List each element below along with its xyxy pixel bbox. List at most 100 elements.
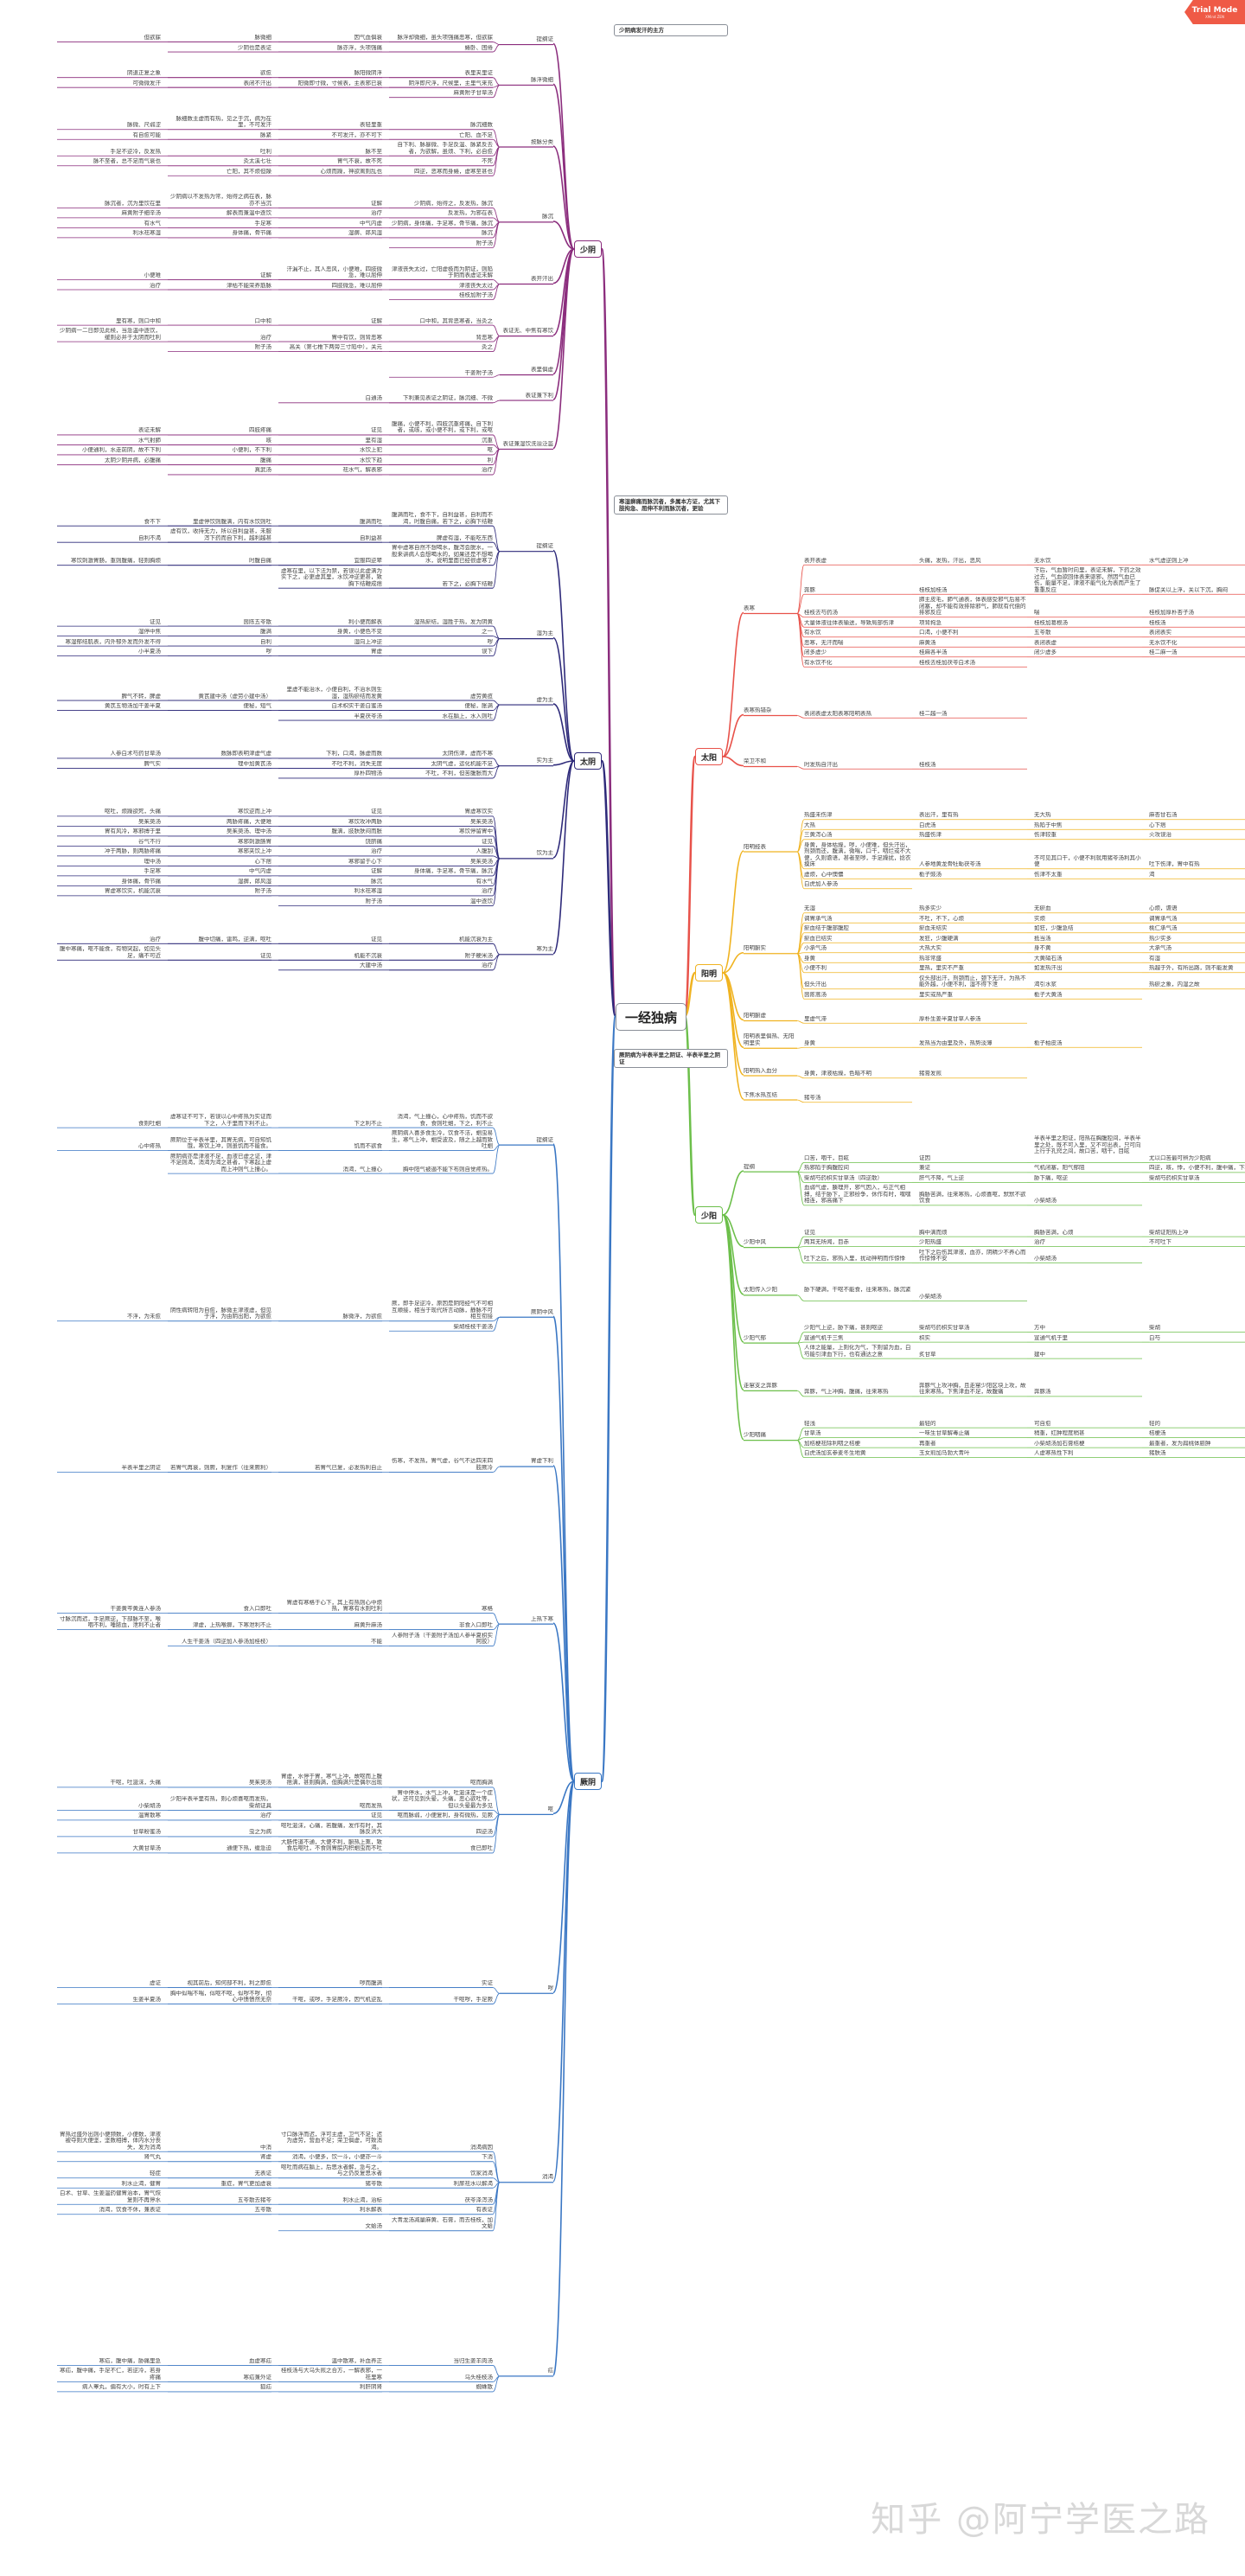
item-label[interactable]: 五苓散去猪苓	[238, 2196, 271, 2203]
item-label[interactable]: 食则吐蛔	[138, 1120, 161, 1127]
item-label[interactable]: 自利不渴	[138, 534, 161, 541]
item-label[interactable]: 喘	[1034, 610, 1040, 617]
item-label[interactable]: 最重者，发为扁桃体脓肿	[1149, 1440, 1211, 1447]
item-label[interactable]: 寒邪夹饮上冲	[238, 848, 271, 855]
item-label[interactable]: 轻浅	[804, 1420, 815, 1427]
item-label[interactable]: 有水气	[476, 878, 494, 885]
item-label[interactable]: 误下	[482, 649, 493, 655]
item-label[interactable]: 热陷于中焦	[1034, 821, 1063, 828]
item-label[interactable]: 脉细数主虚而有热，见之于沉，病为在里，不可发汗	[176, 115, 272, 129]
item-label[interactable]: 麻黄升麻汤	[354, 1622, 383, 1629]
item-label[interactable]: 乌头桂枝汤	[464, 2374, 494, 2381]
item-label[interactable]: 身黄，身体枯燥，哕，小便难，但头汗出，剂颈而还，腹满，微喘，口干，咽烂或不大便，…	[804, 841, 911, 868]
item-label[interactable]: 柴胡	[1149, 1325, 1160, 1332]
item-label[interactable]: 脉阳微阴浮	[354, 70, 383, 77]
item-label[interactable]: 附子汤	[365, 898, 383, 904]
item-label[interactable]: 桂麻各半汤	[919, 649, 948, 656]
item-label[interactable]: 脉亦浮，头项强痛	[337, 44, 382, 51]
item-label[interactable]: 寒邪刺激肠胃	[238, 838, 271, 845]
item-label[interactable]: 灸太溪七壮	[243, 158, 272, 165]
item-label[interactable]: 治疗	[260, 334, 271, 341]
child-label-shaoyin[interactable]: 提纲证	[536, 36, 554, 43]
child-label-shaoyin[interactable]: 表证兼下利	[525, 392, 554, 399]
item-label[interactable]: 附子汤	[254, 344, 272, 351]
item-label[interactable]: 理中汤	[144, 858, 162, 865]
item-label[interactable]: 脉沉细数	[470, 122, 493, 129]
item-label[interactable]: 猪肤汤	[1149, 1450, 1166, 1457]
item-label[interactable]: 不可吐下	[1149, 1239, 1172, 1246]
item-label[interactable]: 脾气实	[144, 760, 162, 767]
item-label[interactable]: 自下利、脉暴微、手足反温、脉紧反去者，为欲解，虽烦、下利，必自愈	[397, 142, 494, 155]
child-label-taiyin[interactable]: 提纲证	[536, 543, 554, 550]
item-label[interactable]: 气机闭塞，阳气郁阻	[1034, 1165, 1085, 1172]
item-label[interactable]: 表里夹里证	[464, 70, 494, 77]
item-label[interactable]: 热瘀之象，内湿之故	[1149, 981, 1200, 988]
child-label-jueyin[interactable]: 哕	[547, 1985, 554, 1991]
item-label[interactable]: 证解	[371, 868, 382, 875]
item-label[interactable]: 证解	[371, 200, 382, 207]
item-label[interactable]: 热越于外，有所出路，则不能发黄	[1149, 965, 1234, 972]
item-label[interactable]: 口中和，其背恶寒者，当灸之	[419, 317, 494, 324]
item-label[interactable]: 灸之	[482, 344, 493, 351]
item-label[interactable]: 寒疝，腹中痛，手足不仁，若逆冷，若身疼痛	[60, 2368, 161, 2381]
item-label[interactable]: 无水饮	[1034, 557, 1051, 564]
item-label[interactable]: 脉沉	[482, 230, 493, 237]
item-label[interactable]: 里虚气滞	[804, 1015, 827, 1022]
item-label[interactable]: 津液丧失太过，亡阳虚极而为阴证，则陷于阴而表虚证未解	[392, 265, 493, 278]
item-label[interactable]: 白虎汤	[919, 821, 936, 828]
item-label[interactable]: 桂二麻一汤	[1149, 649, 1178, 656]
item-label[interactable]: 阴退正复之象	[127, 70, 161, 77]
child-label-shaoyin[interactable]: 表里俱虚	[531, 366, 553, 373]
item-label[interactable]: 胸中似喘不喘，似呕不呕，似哕不哕，彻心中愦愦然无奈	[170, 1990, 271, 2004]
item-label[interactable]: 大青龙汤减量麻黄、石膏，而去桂枝，加文蛤	[392, 2216, 493, 2230]
item-label[interactable]: 若胃气再衰，则厥，利复作（往来厥利）	[170, 1464, 271, 1471]
child-label-shaoyin[interactable]: 按脉分类	[531, 138, 553, 145]
item-label[interactable]: 干姜黄芩黄连人参汤	[110, 1606, 162, 1613]
item-label[interactable]: 消渴病因	[470, 2144, 493, 2151]
item-label[interactable]: 瘀血结于腹部腹腔	[804, 925, 849, 932]
item-label[interactable]: 血弱气虚，腠理开，邪气因入，与正气相搏，结于胁下，正邪纷争，休作有时，嘿嘿相连，…	[804, 1185, 911, 1205]
item-label[interactable]: 麻黄附子甘草汤	[453, 90, 494, 97]
item-label[interactable]: 真武汤	[254, 467, 272, 474]
item-label[interactable]: 麻黄附子细辛汤	[121, 210, 162, 217]
item-label[interactable]: 里实或热严重	[919, 991, 953, 998]
item-label[interactable]: 桂枝汤	[1149, 619, 1166, 626]
item-label[interactable]: 肾虚	[260, 2154, 271, 2161]
item-label[interactable]: 身体痛，骨节痛	[232, 230, 272, 237]
item-label[interactable]: 茯苓泽泻汤	[464, 2196, 494, 2203]
item-label[interactable]: 寸脉沉而迟，手足厥逆，下部脉不至，喉咽不利，唾脓血，泄利不止者	[60, 1615, 161, 1629]
item-label[interactable]: 大承气汤	[1149, 945, 1172, 952]
item-label[interactable]: 四逆，恶寒而身蜷，虚寒至甚也	[414, 168, 493, 175]
item-label[interactable]: 湿停中焦	[138, 629, 161, 636]
item-label[interactable]: 不能	[371, 1639, 382, 1646]
item-label[interactable]: 人生干姜汤（四逆加人参汤加桂枝）	[182, 1639, 271, 1646]
child-label-yangming[interactable]: 阳明热入血分	[744, 1067, 777, 1074]
item-label[interactable]: 伤寒，不发热，胃气虚，谷气不达四末四肢厥冷	[392, 1458, 493, 1471]
item-label[interactable]: 脉促关以上浮，关以下沉，胸闷	[1149, 586, 1228, 593]
item-label[interactable]: 脉微细	[254, 35, 272, 42]
branch-node-taiyin[interactable]: 太阴	[574, 752, 602, 770]
item-label[interactable]: 寒饮停留胃中	[459, 828, 493, 835]
item-label[interactable]: 虚劳黄疸	[470, 693, 493, 700]
item-label[interactable]: 下利兼见表证之阴证，脉沉细、不微	[403, 395, 493, 402]
item-label[interactable]: 少阴病一二日即见此候，当急温中逐饮，缓则必并于太阴而吐利	[60, 328, 161, 341]
item-label[interactable]: 白术枳实干姜白蜜汤	[331, 703, 383, 710]
item-label[interactable]: 小柴胡汤加石膏桔梗	[1034, 1440, 1085, 1447]
item-label[interactable]: 呕而胸满	[470, 1780, 493, 1787]
item-label[interactable]: 麻杏甘石汤	[1149, 812, 1178, 819]
item-label[interactable]: 阴性病转阳为自愈，脉微主津液虚，但见于浮，为由阴出阳，为欲愈	[170, 1307, 271, 1320]
item-label[interactable]: 少阳半表半里有热，则心烦喜呕而发热，柴胡证具	[170, 1796, 271, 1809]
item-label[interactable]: 黄芪建中汤（虚劳小建中汤）	[198, 693, 272, 700]
item-label[interactable]: 有自愈可能	[132, 131, 162, 138]
child-label-jueyin[interactable]: 提纲证	[536, 1136, 554, 1143]
item-label[interactable]: 桂二越一汤	[919, 710, 948, 717]
item-label[interactable]: 实烦	[1034, 915, 1045, 922]
item-label[interactable]: 水饮下趋	[360, 457, 382, 463]
item-label[interactable]: 水气射肺	[138, 437, 161, 444]
item-label[interactable]: 治疗	[150, 936, 161, 943]
item-label[interactable]: 伤津较重	[1034, 832, 1057, 839]
item-label[interactable]: 大量体液往体表输送，导致局部伤津	[804, 619, 894, 626]
item-label[interactable]: 大热大实	[919, 945, 942, 952]
item-label[interactable]: 胃虚	[371, 649, 382, 655]
item-label[interactable]: 时发热自汗出	[804, 761, 838, 768]
